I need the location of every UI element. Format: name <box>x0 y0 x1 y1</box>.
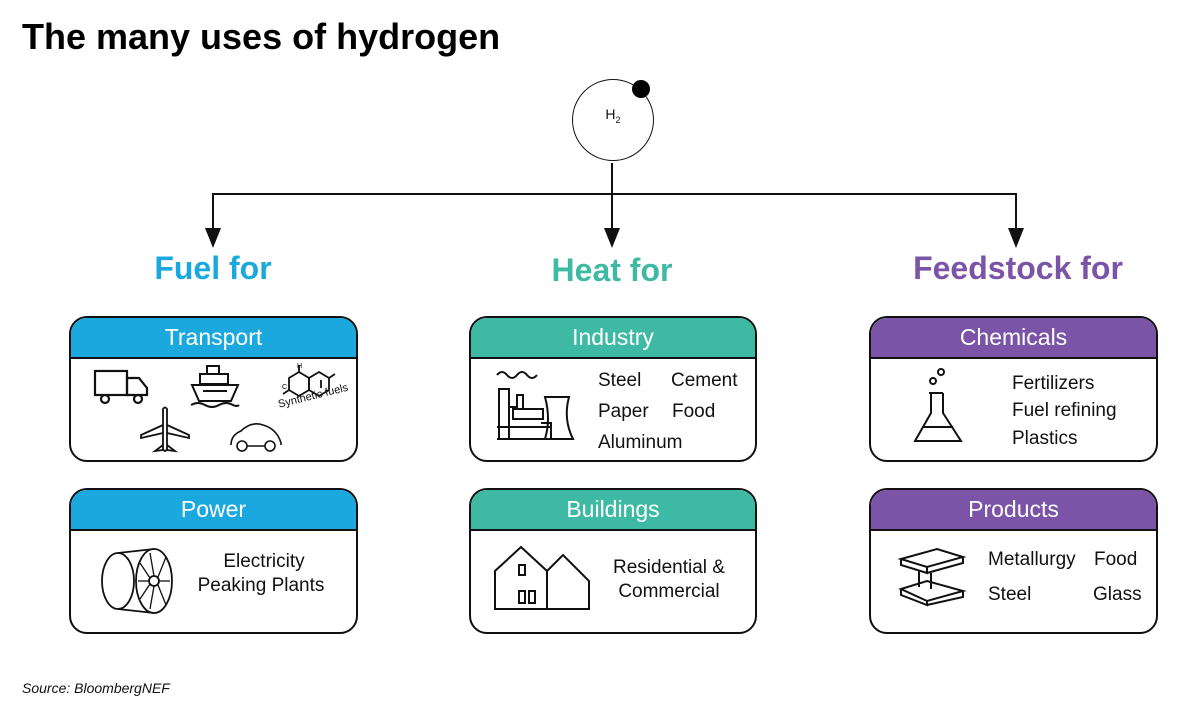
heading-feedstock: Feedstock for <box>913 250 1123 286</box>
airplane-icon <box>140 406 190 453</box>
box-header: Industry <box>471 318 755 359</box>
box-header: Buildings <box>471 490 755 531</box>
box-chemicals: Chemicals Fertilizers Fuel refining Plas… <box>869 316 1158 462</box>
products-item: Glass <box>1093 584 1142 605</box>
box-transport: Transport <box>69 316 358 462</box>
box-header: Power <box>71 490 356 531</box>
truck-icon <box>93 369 149 405</box>
svg-text:H: H <box>297 363 302 370</box>
hydrogen-atom-icon <box>572 79 654 161</box>
turbine-icon <box>101 548 173 614</box>
source-note: Source: BloombergNEF <box>22 680 170 696</box>
products-item: Food <box>1094 549 1138 570</box>
industry-item: Food <box>672 401 716 422</box>
svg-text:C: C <box>282 384 287 391</box>
electron-dot <box>632 80 650 98</box>
chemicals-item: Plastics <box>1012 428 1078 449</box>
ship-icon <box>190 365 240 408</box>
products-item: Metallurgy <box>988 549 1076 570</box>
car-icon <box>230 423 282 452</box>
chemicals-item: Fertilizers <box>1012 373 1095 394</box>
buildings-line: Commercial <box>618 581 720 602</box>
box-power: Power Electricity <box>69 488 358 634</box>
houses-icon <box>494 545 590 610</box>
chemicals-item: Fuel refining <box>1012 400 1117 421</box>
molecule-icon: H C <box>282 363 336 398</box>
hydrogen-label: H2 <box>605 106 621 125</box>
industry-item: Paper <box>598 401 649 422</box>
box-products: Products Metallurgy Food Steel Glass <box>869 488 1158 634</box>
factory-icon <box>496 371 575 440</box>
box-header: Transport <box>71 318 356 359</box>
box-header: Chemicals <box>871 318 1156 359</box>
steel-beam-icon <box>897 547 967 607</box>
heading-fuel: Fuel for <box>154 250 272 286</box>
box-industry: Industry Steel Cement Paper Food Aluminu… <box>469 316 757 462</box>
industry-item: Aluminum <box>598 432 683 453</box>
power-line: Peaking Plants <box>197 575 325 596</box>
box-header: Products <box>871 490 1156 531</box>
page-title: The many uses of hydrogen <box>22 16 501 57</box>
box-buildings: Buildings Residential & Commercial <box>469 488 757 634</box>
industry-item: Steel <box>598 370 642 391</box>
flask-icon <box>913 368 963 442</box>
heading-heat: Heat for <box>551 252 673 288</box>
industry-item: Cement <box>671 370 738 391</box>
buildings-line: Residential & <box>613 557 725 578</box>
products-item: Steel <box>988 584 1032 605</box>
power-line: Electricity <box>223 551 305 572</box>
